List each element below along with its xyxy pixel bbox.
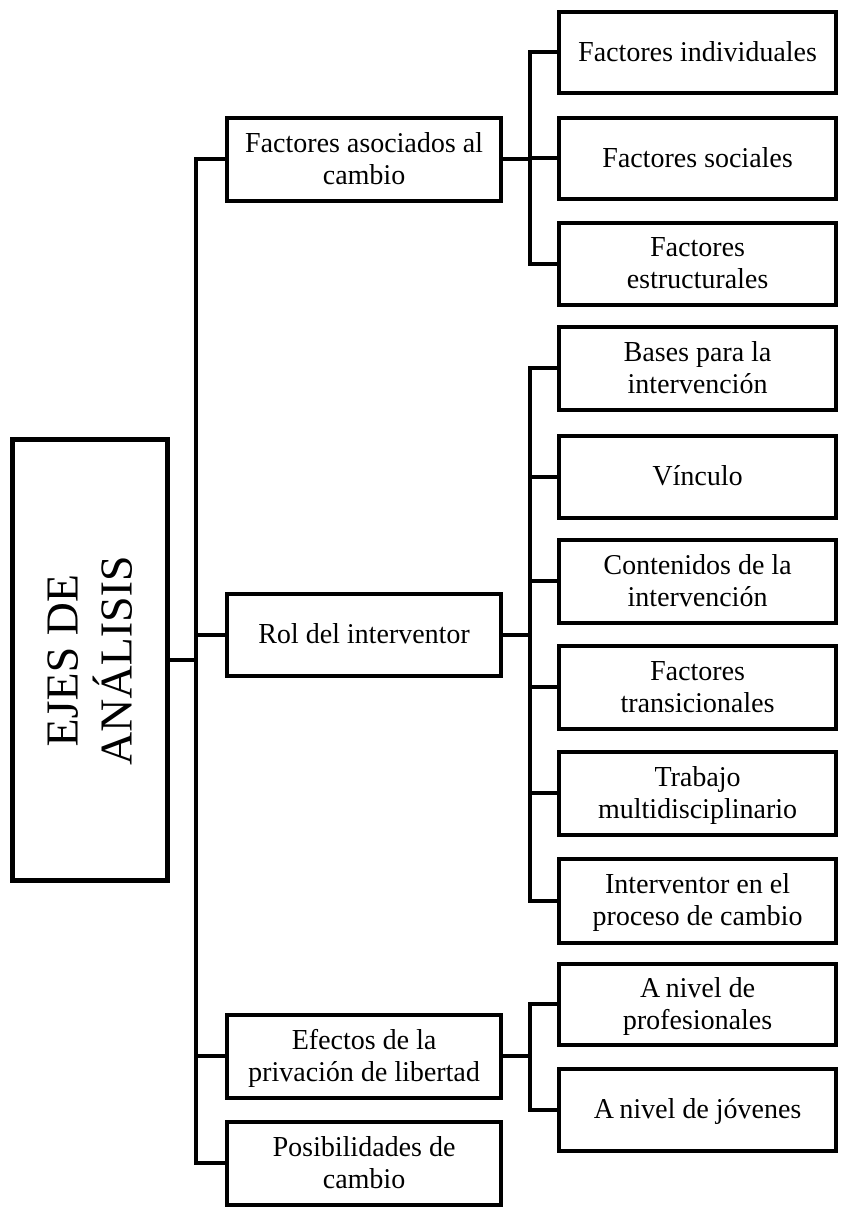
connector-root-stub (170, 658, 194, 662)
connector-group2-trunk (528, 366, 532, 903)
node-label: Interventor en el proceso de cambio (592, 869, 803, 932)
connector-branch-2 (198, 633, 225, 637)
node-contenidos-de-la-intervencion: Contenidos de la intervención (557, 538, 838, 625)
node-label: Factores individuales (578, 36, 817, 68)
node-rol-del-interventor: Rol del interventor (225, 592, 503, 678)
connector-group3-stub (503, 1054, 528, 1058)
node-label: Factores estructurales (626, 232, 769, 295)
node-label: Factores asociados al cambio (245, 127, 483, 191)
connector-group1-branch-3 (532, 262, 557, 266)
node-ejes-de-analisis: EJES DE ANÁLISIS (10, 437, 170, 883)
connector-group2-stub (503, 633, 528, 637)
node-interventor-proceso-cambio: Interventor en el proceso de cambio (557, 857, 838, 945)
connector-group2-branch-2 (532, 475, 557, 479)
connector-branch-1 (198, 157, 225, 161)
connector-group2-branch-1 (532, 366, 557, 370)
connector-group3-branch-2 (532, 1108, 557, 1112)
node-posibilidades-de-cambio: Posibilidades de cambio (225, 1120, 503, 1207)
node-factores-sociales: Factores sociales (557, 116, 838, 201)
connector-main-trunk (194, 157, 198, 1165)
node-factores-estructurales: Factores estructurales (557, 221, 838, 307)
node-factores-transicionales: Factores transicionales (557, 644, 838, 731)
node-label: Factores sociales (602, 142, 793, 174)
node-label: Trabajo multidisciplinario (597, 761, 798, 825)
connector-group2-branch-5 (532, 791, 557, 795)
node-label: EJES DE ANÁLISIS (36, 555, 142, 765)
node-label: Contenidos de la intervención (603, 549, 792, 613)
connector-group2-branch-3 (532, 579, 557, 583)
node-efectos-privacion-libertad: Efectos de la privación de libertad (225, 1013, 503, 1100)
node-label: Bases para la intervención (623, 336, 772, 400)
node-trabajo-multidisciplinario: Trabajo multidisciplinario (557, 750, 838, 837)
connector-group1-branch-2 (532, 156, 557, 160)
connector-group1-stub (503, 157, 528, 161)
node-bases-para-la-intervencion: Bases para la intervención (557, 325, 838, 412)
node-vinculo: Vínculo (557, 434, 838, 520)
connector-group2-branch-4 (532, 685, 557, 689)
node-label: A nivel de jóvenes (593, 1094, 802, 1126)
connector-group3-branch-1 (532, 1002, 557, 1006)
node-factores-individuales: Factores individuales (557, 10, 838, 95)
node-label: Factores transicionales (620, 655, 775, 719)
connector-group3-trunk (528, 1002, 532, 1112)
connector-group1-branch-1 (532, 50, 557, 54)
node-label: Vínculo (652, 461, 743, 493)
node-a-nivel-de-profesionales: A nivel de profesionales (557, 962, 838, 1047)
node-label: Rol del interventor (258, 619, 470, 651)
node-a-nivel-de-jovenes: A nivel de jóvenes (557, 1067, 838, 1153)
node-factores-asociados-al-cambio: Factores asociados al cambio (225, 116, 503, 203)
connector-group1-trunk (528, 50, 532, 266)
connector-group2-branch-6 (532, 899, 557, 903)
node-label: Posibilidades de cambio (272, 1131, 456, 1195)
node-label: A nivel de profesionales (622, 972, 773, 1036)
node-label: Efectos de la privación de libertad (248, 1024, 480, 1088)
connector-branch-3 (198, 1054, 225, 1058)
connector-branch-4 (198, 1161, 225, 1165)
